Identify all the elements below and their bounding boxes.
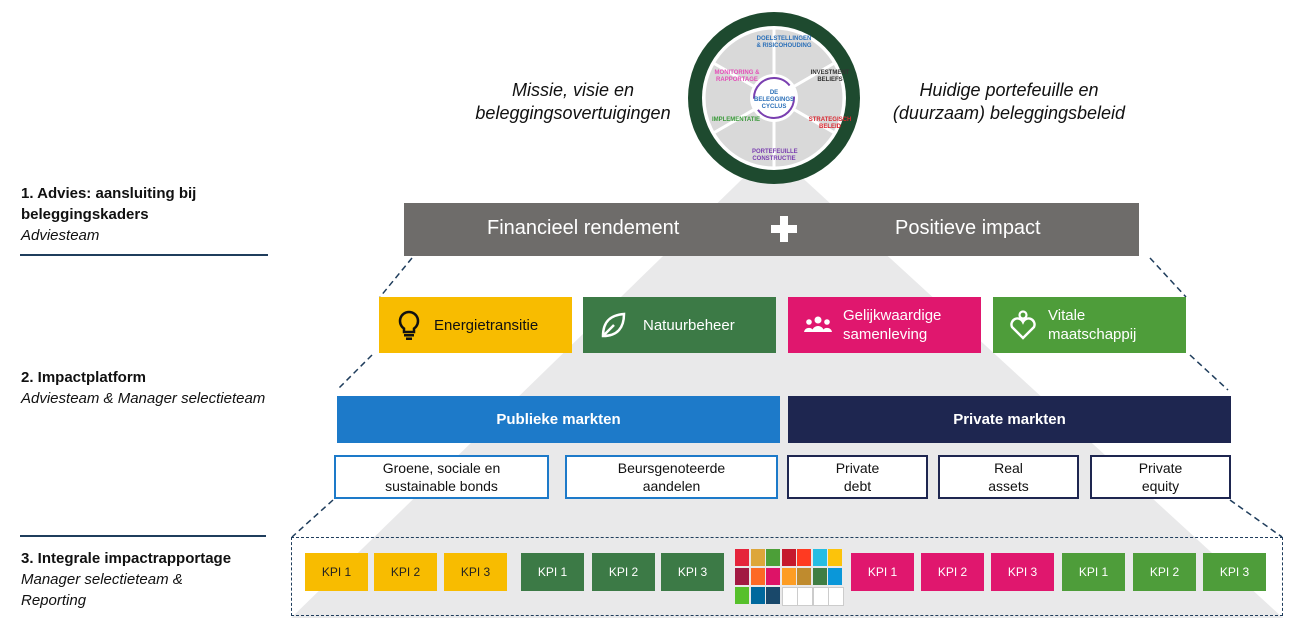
sdg-tile: [735, 568, 749, 585]
kpi-box: KPI 3: [444, 553, 507, 591]
sdg-tile: [766, 568, 780, 585]
kpi-box: KPI 2: [592, 553, 655, 591]
kpi-frame: [291, 537, 1283, 616]
investment-cycle-wheel: [688, 12, 860, 184]
sdg-tile: [750, 587, 765, 604]
kpi-box: KPI 3: [991, 553, 1054, 591]
sub-market-private-equity: Private equity: [1090, 455, 1231, 499]
step-3-label: 3. Integrale impactrapportage Manager se…: [21, 548, 271, 611]
caption-mission: Missie, visie en beleggingsovertuigingen: [475, 80, 671, 123]
sdg-tile: [812, 549, 827, 566]
sdg-goals-grid: [735, 549, 846, 606]
step-3-title: 3. Integrale impactrapportage: [21, 550, 232, 567]
sdg-tile: [828, 587, 844, 606]
theme-natuurbeheer: Natuurbeheer: [583, 297, 776, 353]
sub-market-private-debt: Private debt: [787, 455, 928, 499]
kpi-box: KPI 3: [661, 553, 724, 591]
sub-market-label: Private debt: [835, 460, 880, 494]
plus-icon: [771, 216, 797, 242]
sdg-tile: [750, 568, 765, 585]
sdg-tile: [766, 587, 780, 604]
pyramid-background: [291, 150, 1283, 618]
step-3-sub: Manager selectieteam & Reporting: [21, 571, 183, 609]
sdg-tile: [735, 549, 749, 566]
step-2-title: 2. Impactplatform: [21, 369, 147, 386]
sdg-tile: [735, 587, 749, 604]
step-1-title: 1. Advies: aansluiting bij beleggingskad…: [21, 185, 197, 223]
wheel-segment-implementation: IMPLEMENTATIE: [711, 117, 761, 123]
kpi-box: KPI 1: [305, 553, 368, 591]
theme-energietransitie: Energietransitie: [379, 297, 572, 353]
step-3-rule: [20, 535, 266, 537]
wheel-center-label: DE BELEGGINGS CYCLUS: [753, 90, 794, 110]
return-impact-bar: Financieel rendement Positieve impact: [404, 203, 1139, 256]
sub-market-label: Real assets: [988, 460, 1029, 494]
theme-label: Energietransitie: [434, 316, 539, 334]
connector-lines: [291, 257, 1283, 538]
kpi-box: KPI 1: [521, 553, 584, 591]
wheel-top-label: MVB: [766, 5, 782, 12]
theme-label: Vitale maatschappij: [1048, 307, 1137, 343]
sdg-tile: [797, 587, 813, 606]
kpi-box: KPI 3: [1203, 553, 1266, 591]
sdg-tile: [828, 568, 842, 585]
sub-market-bonds: Groene, sociale en sustainable bonds: [334, 455, 549, 499]
sdg-tile: [812, 587, 829, 606]
sdg-tile: [828, 549, 842, 566]
kpi-box: KPI 2: [374, 553, 437, 591]
caption-portfolio: Huidige portefeuille en (duurzaam) beleg…: [892, 80, 1126, 123]
step-2-label: 2. Impactplatform Adviesteam & Manager s…: [21, 367, 301, 409]
sdg-tile: [812, 568, 827, 585]
kpi-box: KPI 2: [1133, 553, 1196, 591]
step-1-label: 1. Advies: aansluiting bij beleggingskad…: [21, 183, 271, 246]
sdg-tile: [797, 568, 811, 585]
leaf-icon: [601, 312, 626, 338]
step-1-rule: [20, 254, 268, 256]
wheel-segment-goals: DOELSTELLINGEN & RISICOHOUDING: [756, 36, 812, 49]
sdg-tile: [781, 549, 796, 566]
wheel-segment-beliefs: INVESTMENT BELIEFS: [810, 70, 850, 83]
theme-gelijkwaardige-samenleving: Gelijkwaardige samenleving: [788, 297, 981, 353]
wheel-segment-monitoring: MONITORING & RAPPORTAGE: [714, 70, 760, 83]
positive-impact-label: Positieve impact: [895, 217, 1041, 239]
theme-label: Natuurbeheer: [643, 316, 735, 334]
sdg-tile: [781, 587, 798, 606]
wheel-segment-strategy: STRATEGISCH BELEID: [808, 117, 852, 130]
theme-vitale-maatschappij: Vitale maatschappij: [993, 297, 1186, 353]
sub-market-shares: Beursgenoteerde aandelen: [565, 455, 778, 499]
sdg-tile: [797, 549, 811, 566]
private-markets-bar: Private markten: [788, 396, 1231, 443]
sub-market-label: Beursgenoteerde aandelen: [617, 460, 726, 494]
sub-market-label: Private equity: [1138, 460, 1183, 494]
theme-label: Gelijkwaardige samenleving: [843, 307, 942, 343]
financial-return-label: Financieel rendement: [487, 217, 680, 239]
sub-market-label: Groene, sociale en sustainable bonds: [382, 460, 501, 494]
public-markets-bar: Publieke markten: [337, 396, 780, 443]
sdg-tile: [766, 549, 780, 566]
step-1-sub: Adviesteam: [21, 227, 100, 244]
kpi-box: KPI 1: [1062, 553, 1125, 591]
sdg-tile: [781, 568, 796, 585]
sdg-tile: [750, 549, 765, 566]
people-icon: [804, 316, 832, 332]
wheel-segment-construction: PORTEFEUILLE CONSTRUCTIE: [752, 149, 798, 162]
lightbulb-icon: [398, 310, 420, 340]
heart-person-icon: [1010, 310, 1036, 340]
sub-market-real-assets: Real assets: [938, 455, 1079, 499]
kpi-box: KPI 1: [851, 553, 914, 591]
kpi-box: KPI 2: [921, 553, 984, 591]
step-2-sub: Adviesteam & Manager selectieteam: [21, 390, 266, 407]
